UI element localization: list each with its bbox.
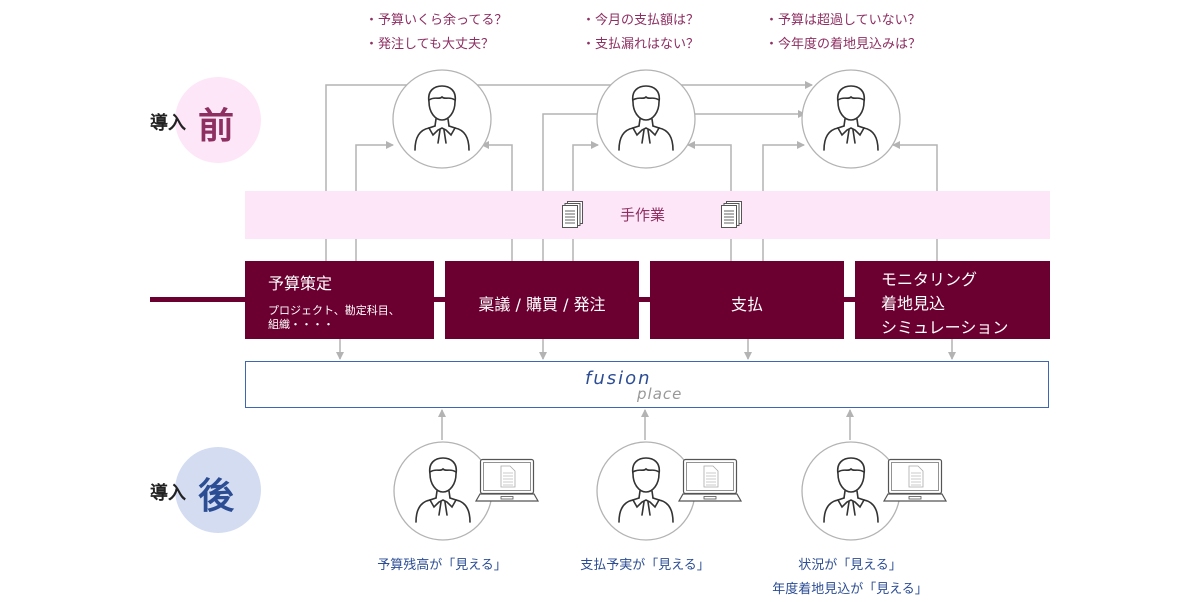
questions-group-2: ・今月の支払額は？ ・支払漏れはない？ (582, 9, 699, 57)
person-icon (596, 69, 696, 169)
process-box-approval-purchase-order: 稟議 / 購買 / 発注 (445, 261, 639, 339)
after-phase-circle (175, 447, 261, 533)
user-caption: 予算残高が「見える」 (362, 554, 522, 578)
documents-icon (721, 201, 742, 228)
question-text: ・支払漏れはない？ (582, 37, 700, 52)
user-caption: 支払予実が「見える」 (565, 554, 725, 578)
process-box-payment: 支払 (650, 261, 844, 339)
process-subtitle: 組織・・・・ (268, 318, 334, 331)
questions-group-3: ・予算は超過していない？ ・今年度の着地見込みは？ (765, 9, 921, 57)
process-box-monitoring: モニタリング 着地見込 シミュレーション (855, 261, 1050, 339)
person-icon (392, 69, 492, 169)
process-title: 支払 (730, 295, 763, 314)
questions-group-1: ・予算いくら余ってる？ ・発注しても大丈夫？ (365, 9, 507, 57)
process-subtitle: プロジェクト、勘定科目、 (268, 304, 400, 317)
process-title-line: モニタリング (881, 270, 978, 289)
caption-line: 年度着地見込が「見える」 (772, 582, 928, 597)
caption-line: 支払予実が「見える」 (580, 558, 710, 573)
after-phase-label-big: 後 (198, 476, 235, 517)
fusion-place-system-box (245, 361, 1049, 408)
process-title: 予算策定 (268, 274, 333, 293)
process-title: 稟議 / 購買 / 発注 (478, 295, 606, 314)
fusion-place-logo-line1: fusion (585, 368, 652, 389)
documents-icon (562, 201, 583, 228)
process-title-line: シミュレーション (881, 318, 1009, 337)
before-phase-label-small: 導入 (150, 113, 186, 134)
before-phase-circle (175, 77, 261, 163)
question-text: ・発注しても大丈夫？ (365, 37, 494, 52)
question-text: ・予算は超過していない？ (765, 13, 921, 28)
fusion-place-logo-line2: place (637, 385, 683, 403)
process-title-line: 着地見込 (881, 294, 946, 313)
person-icon (596, 441, 696, 541)
caption-line: 予算残高が「見える」 (377, 558, 507, 573)
user-caption: 状況が「見える」 年度着地見込が「見える」 (750, 554, 950, 602)
manual-work-band (245, 191, 1050, 239)
manual-work-label: 手作業 (620, 206, 666, 224)
question-text: ・今年度の着地見込みは？ (765, 37, 922, 52)
after-phase-label-small: 導入 (150, 483, 186, 504)
question-text: ・予算いくら余ってる？ (365, 13, 508, 28)
person-icon (801, 69, 901, 169)
before-phase-label-big: 前 (198, 106, 235, 147)
laptop-icon (882, 458, 948, 502)
question-text: ・今月の支払額は？ (582, 13, 700, 28)
laptop-icon (677, 458, 743, 502)
process-box-budget-planning: 予算策定 プロジェクト、勘定科目、 組織・・・・ (245, 261, 434, 339)
laptop-icon (474, 458, 540, 502)
person-icon (801, 441, 901, 541)
caption-line: 状況が「見える」 (798, 558, 902, 573)
